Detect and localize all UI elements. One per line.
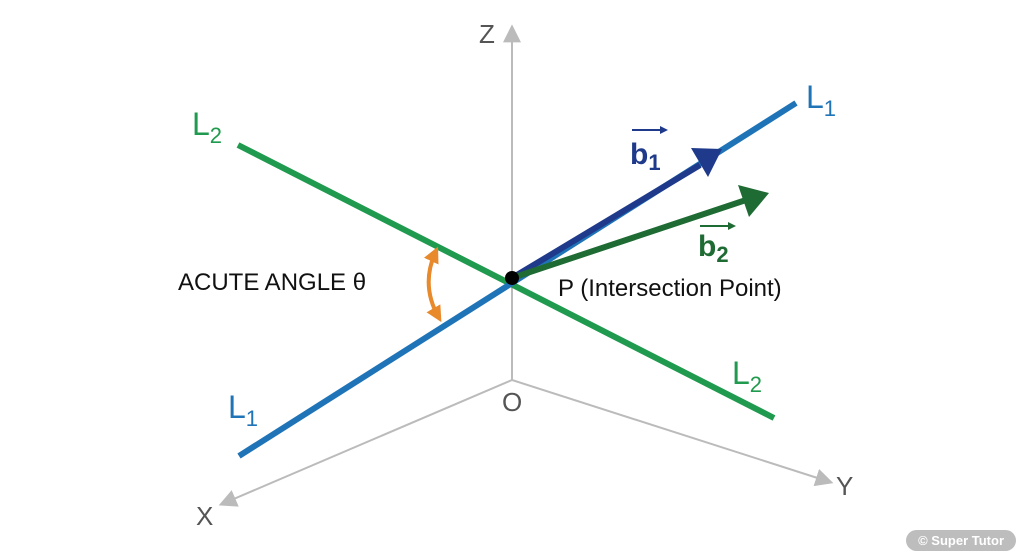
vector-b1-shaft <box>510 162 702 281</box>
acute-angle-arc <box>423 246 442 323</box>
vector-b2-arrowhead <box>738 185 769 217</box>
vector-b2-label: b2 <box>698 222 736 267</box>
x-axis-label: X <box>196 501 213 531</box>
watermark-badge: © Super Tutor <box>906 530 1016 551</box>
acute-angle-label: ACUTE ANGLE θ <box>178 269 366 296</box>
y-axis-label: Y <box>836 471 853 501</box>
y-axis <box>511 379 834 487</box>
z-axis-label: Z <box>479 19 495 49</box>
intersection-point-label: P (Intersection Point) <box>558 275 782 302</box>
svg-text:b1: b1 <box>630 138 661 175</box>
origin-label: O <box>502 387 522 417</box>
x-axis <box>218 379 513 507</box>
l1-label-bottom: L1 <box>228 389 258 431</box>
l2-label-bottom: L2 <box>732 355 762 397</box>
intersection-point-p <box>505 271 519 285</box>
svg-text:b2: b2 <box>698 230 729 267</box>
vector-b1-arrowhead <box>691 148 722 177</box>
l1-label-top: L1 <box>806 79 836 121</box>
l2-label-top: L2 <box>192 106 222 148</box>
vector-b1-label: b1 <box>630 126 668 175</box>
vector-b2-shaft <box>511 197 747 281</box>
